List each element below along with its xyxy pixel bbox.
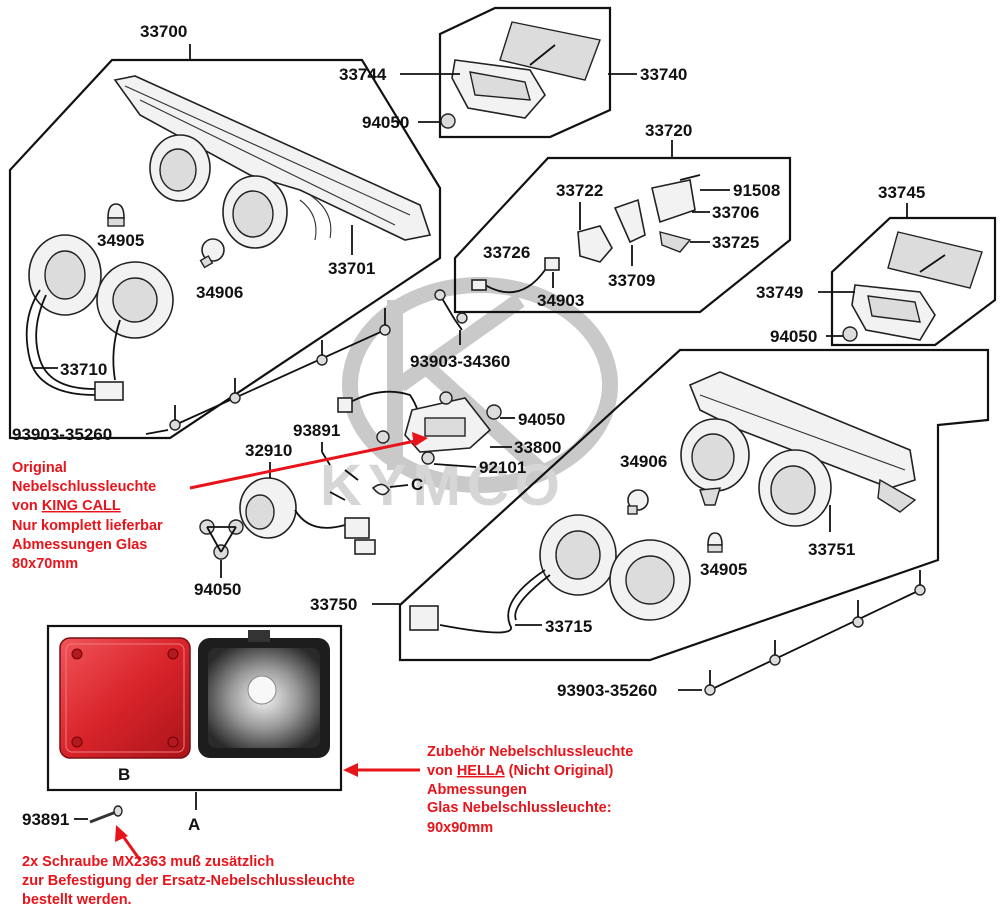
reflector-photo xyxy=(198,630,330,758)
label-33720: 33720 xyxy=(645,121,692,140)
label-34905-b: 34905 xyxy=(700,560,747,579)
label-92101: 92101 xyxy=(479,458,526,477)
assembly-33750 xyxy=(398,348,990,696)
label-B: B xyxy=(118,765,130,784)
label-33725: 33725 xyxy=(712,233,759,252)
label-33722: 33722 xyxy=(556,181,603,200)
screw-row-a xyxy=(169,308,391,431)
svg-text:von KING CALL: von KING CALL xyxy=(12,498,121,514)
arrow-to-screw xyxy=(115,825,142,861)
svg-text:Abmessungen: Abmessungen xyxy=(427,782,527,798)
label-33700: 33700 xyxy=(140,22,187,41)
label-33750: 33750 xyxy=(310,595,357,614)
svg-text:von HELLA (Nicht Original): von HELLA (Nicht Original) xyxy=(427,763,614,779)
label-34906-b: 34906 xyxy=(620,452,667,471)
bulb-34905-b xyxy=(707,532,723,553)
note-hella: Zubehör Nebelschlussleuchte von HELLA (N… xyxy=(427,744,633,836)
svg-text:Zubehör Nebelschlussleuchte: Zubehör Nebelschlussleuchte xyxy=(427,744,633,760)
label-33726: 33726 xyxy=(483,243,530,262)
svg-text:Nebelschlussleuchte: Nebelschlussleuchte xyxy=(12,479,156,495)
label-33800: 33800 xyxy=(514,438,561,457)
label-33715: 33715 xyxy=(545,617,592,636)
red-lens-photo xyxy=(59,637,191,759)
hella-photo-box xyxy=(46,624,343,792)
note-original: Original Nebelschlussleuchte von KING CA… xyxy=(12,460,163,572)
svg-text:Nur komplett lieferbar: Nur komplett lieferbar xyxy=(12,518,163,534)
label-34903: 34903 xyxy=(537,291,584,310)
watermark-text: KYMCO xyxy=(320,453,566,518)
svg-text:2x Schraube MX2363 muß zusätzl: 2x Schraube MX2363 muß zusätzlich xyxy=(22,854,274,870)
svg-text:Glas Nebelschlussleuchte:: Glas Nebelschlussleuchte: xyxy=(427,800,612,816)
bulb-34906-b xyxy=(627,489,649,515)
label-33740: 33740 xyxy=(640,65,687,84)
note-screw: 2x Schraube MX2363 muß zusätzlich zur Be… xyxy=(22,854,355,908)
bulb-34906-a xyxy=(199,238,225,269)
label-C: C xyxy=(411,475,423,494)
svg-text:zur Befestigung der Ersatz-Neb: zur Befestigung der Ersatz-Nebelschlussl… xyxy=(22,873,355,889)
label-33744: 33744 xyxy=(339,65,387,84)
assembly-33720 xyxy=(434,140,792,331)
screw-mx2363 xyxy=(89,805,123,824)
label-93903-35260-a: 93903-35260 xyxy=(12,425,112,444)
assembly-33700 xyxy=(8,44,442,440)
label-33749: 33749 xyxy=(756,283,803,302)
label-93903-35260-b: 93903-35260 xyxy=(557,681,657,700)
label-91508: 91508 xyxy=(733,181,780,200)
svg-text:90x90mm: 90x90mm xyxy=(427,820,493,836)
screw-row-b xyxy=(704,570,926,696)
label-A: A xyxy=(188,815,200,834)
label-94050-c: 94050 xyxy=(518,410,565,429)
label-34906-a: 34906 xyxy=(196,283,243,302)
label-94050-a: 94050 xyxy=(362,113,409,132)
bulb-34905-a xyxy=(107,203,125,227)
label-33701: 33701 xyxy=(328,259,375,278)
svg-text:80x70mm: 80x70mm xyxy=(12,556,78,572)
arrow-to-33800 xyxy=(189,432,428,490)
svg-text:Original: Original xyxy=(12,460,67,476)
label-93891-a: 93891 xyxy=(293,421,340,440)
svg-text:Abmessungen Glas: Abmessungen Glas xyxy=(12,537,147,553)
assembly-33740 xyxy=(438,6,612,139)
arrow-to-photo-box xyxy=(343,763,420,777)
label-33709: 33709 xyxy=(608,271,655,290)
label-94050-b: 94050 xyxy=(770,327,817,346)
label-33710: 33710 xyxy=(60,360,107,379)
assembly-33745 xyxy=(830,203,997,347)
label-93891-b: 93891 xyxy=(22,810,69,829)
label-32910: 32910 xyxy=(245,441,292,460)
label-33751: 33751 xyxy=(808,540,855,559)
svg-text:bestellt werden.: bestellt werden. xyxy=(22,892,132,908)
label-93903-34360: 93903-34360 xyxy=(410,352,510,371)
label-94050-d: 94050 xyxy=(194,580,241,599)
label-34905-a: 34905 xyxy=(97,231,144,250)
label-33706: 33706 xyxy=(712,203,759,222)
label-33745: 33745 xyxy=(878,183,925,202)
